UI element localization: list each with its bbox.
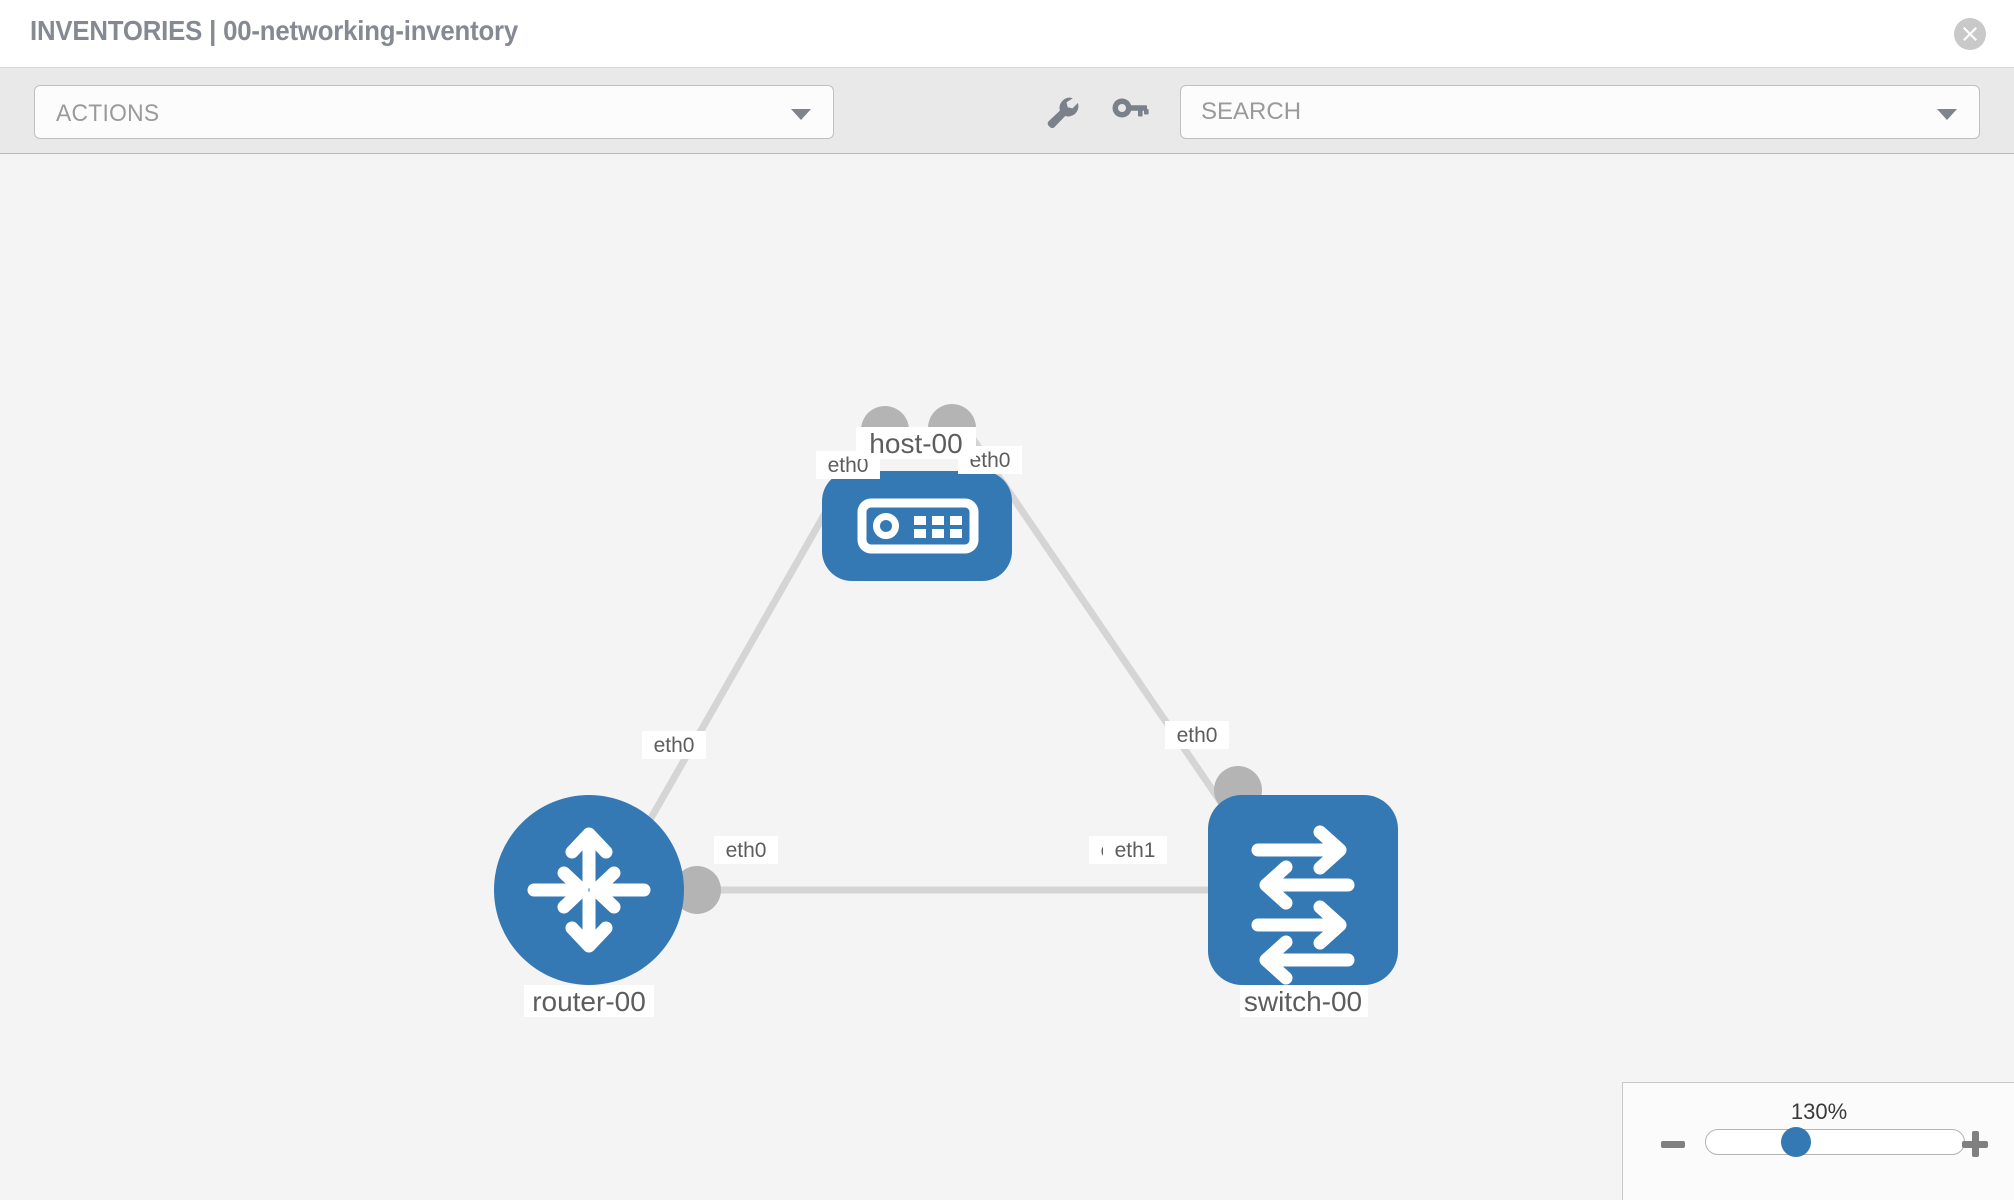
node-label-switch-00: switch-00 [1240,985,1368,1017]
interface-label: eth1 [1103,836,1167,864]
search-box[interactable] [1180,85,1980,139]
chevron-down-icon [791,109,811,120]
interface-label-group: eth0 eth0 eth0 eth0 eth0 eth0 [642,446,1229,864]
plus-icon[interactable] [1962,1131,1988,1157]
interface-label-text: eth0 [1177,724,1218,747]
interface-label-text: eth0 [726,839,767,862]
zoom-percent-label: 130% [1790,1099,1848,1124]
interface-label: eth0 [714,836,778,864]
node-label-host-00: host-00 [856,427,976,459]
node-label-router-00: router-00 [524,985,654,1017]
node-host-00[interactable] [822,471,1012,581]
wrench-icon[interactable] [1043,95,1083,129]
node-label-text: host-00 [869,428,962,459]
chevron-down-icon[interactable] [1937,109,1957,120]
page-title: INVENTORIES | 00-networking-inventory [30,15,519,46]
zoom-slider[interactable] [1705,1129,1965,1155]
router-arrows-icon [527,827,651,953]
node-label-group: host-00 router-00 switch-00 [524,427,1368,1017]
topology-canvas[interactable]: eth0 eth0 eth0 eth0 eth0 eth0 [0,155,2014,1200]
node-label-text: router-00 [532,986,646,1017]
node-router-00[interactable] [494,795,684,985]
interface-label-text: eth0 [970,449,1011,472]
minus-icon[interactable] [1661,1141,1685,1148]
interface-label: eth0 [1165,721,1229,749]
interface-label: eth0 [642,731,706,759]
actions-dropdown[interactable]: ACTIONS [34,85,834,139]
zoom-slider-thumb[interactable] [1781,1127,1811,1157]
toolbar: ACTIONS [0,68,2014,154]
interface-label-text: eth0 [654,734,695,757]
interface-label-text: eth1 [1115,839,1156,862]
actions-dropdown-label: ACTIONS [56,100,160,127]
close-icon[interactable] [1954,18,1986,50]
interface-handle[interactable] [673,866,721,914]
topology-graph[interactable]: eth0 eth0 eth0 eth0 eth0 eth0 [0,155,2014,1200]
key-icon[interactable] [1110,95,1150,129]
switch-arrows-icon [1251,825,1355,985]
search-input[interactable] [1201,86,1901,138]
interface-label-text: eth0 [828,454,869,477]
zoom-control-panel: 130% [1622,1082,2014,1200]
server-device-icon [857,498,979,554]
interface-label: eth0 [958,446,1022,474]
node-switch-00[interactable] [1208,795,1398,985]
page-header: INVENTORIES | 00-networking-inventory [0,0,2014,68]
node-label-text: switch-00 [1244,986,1362,1017]
